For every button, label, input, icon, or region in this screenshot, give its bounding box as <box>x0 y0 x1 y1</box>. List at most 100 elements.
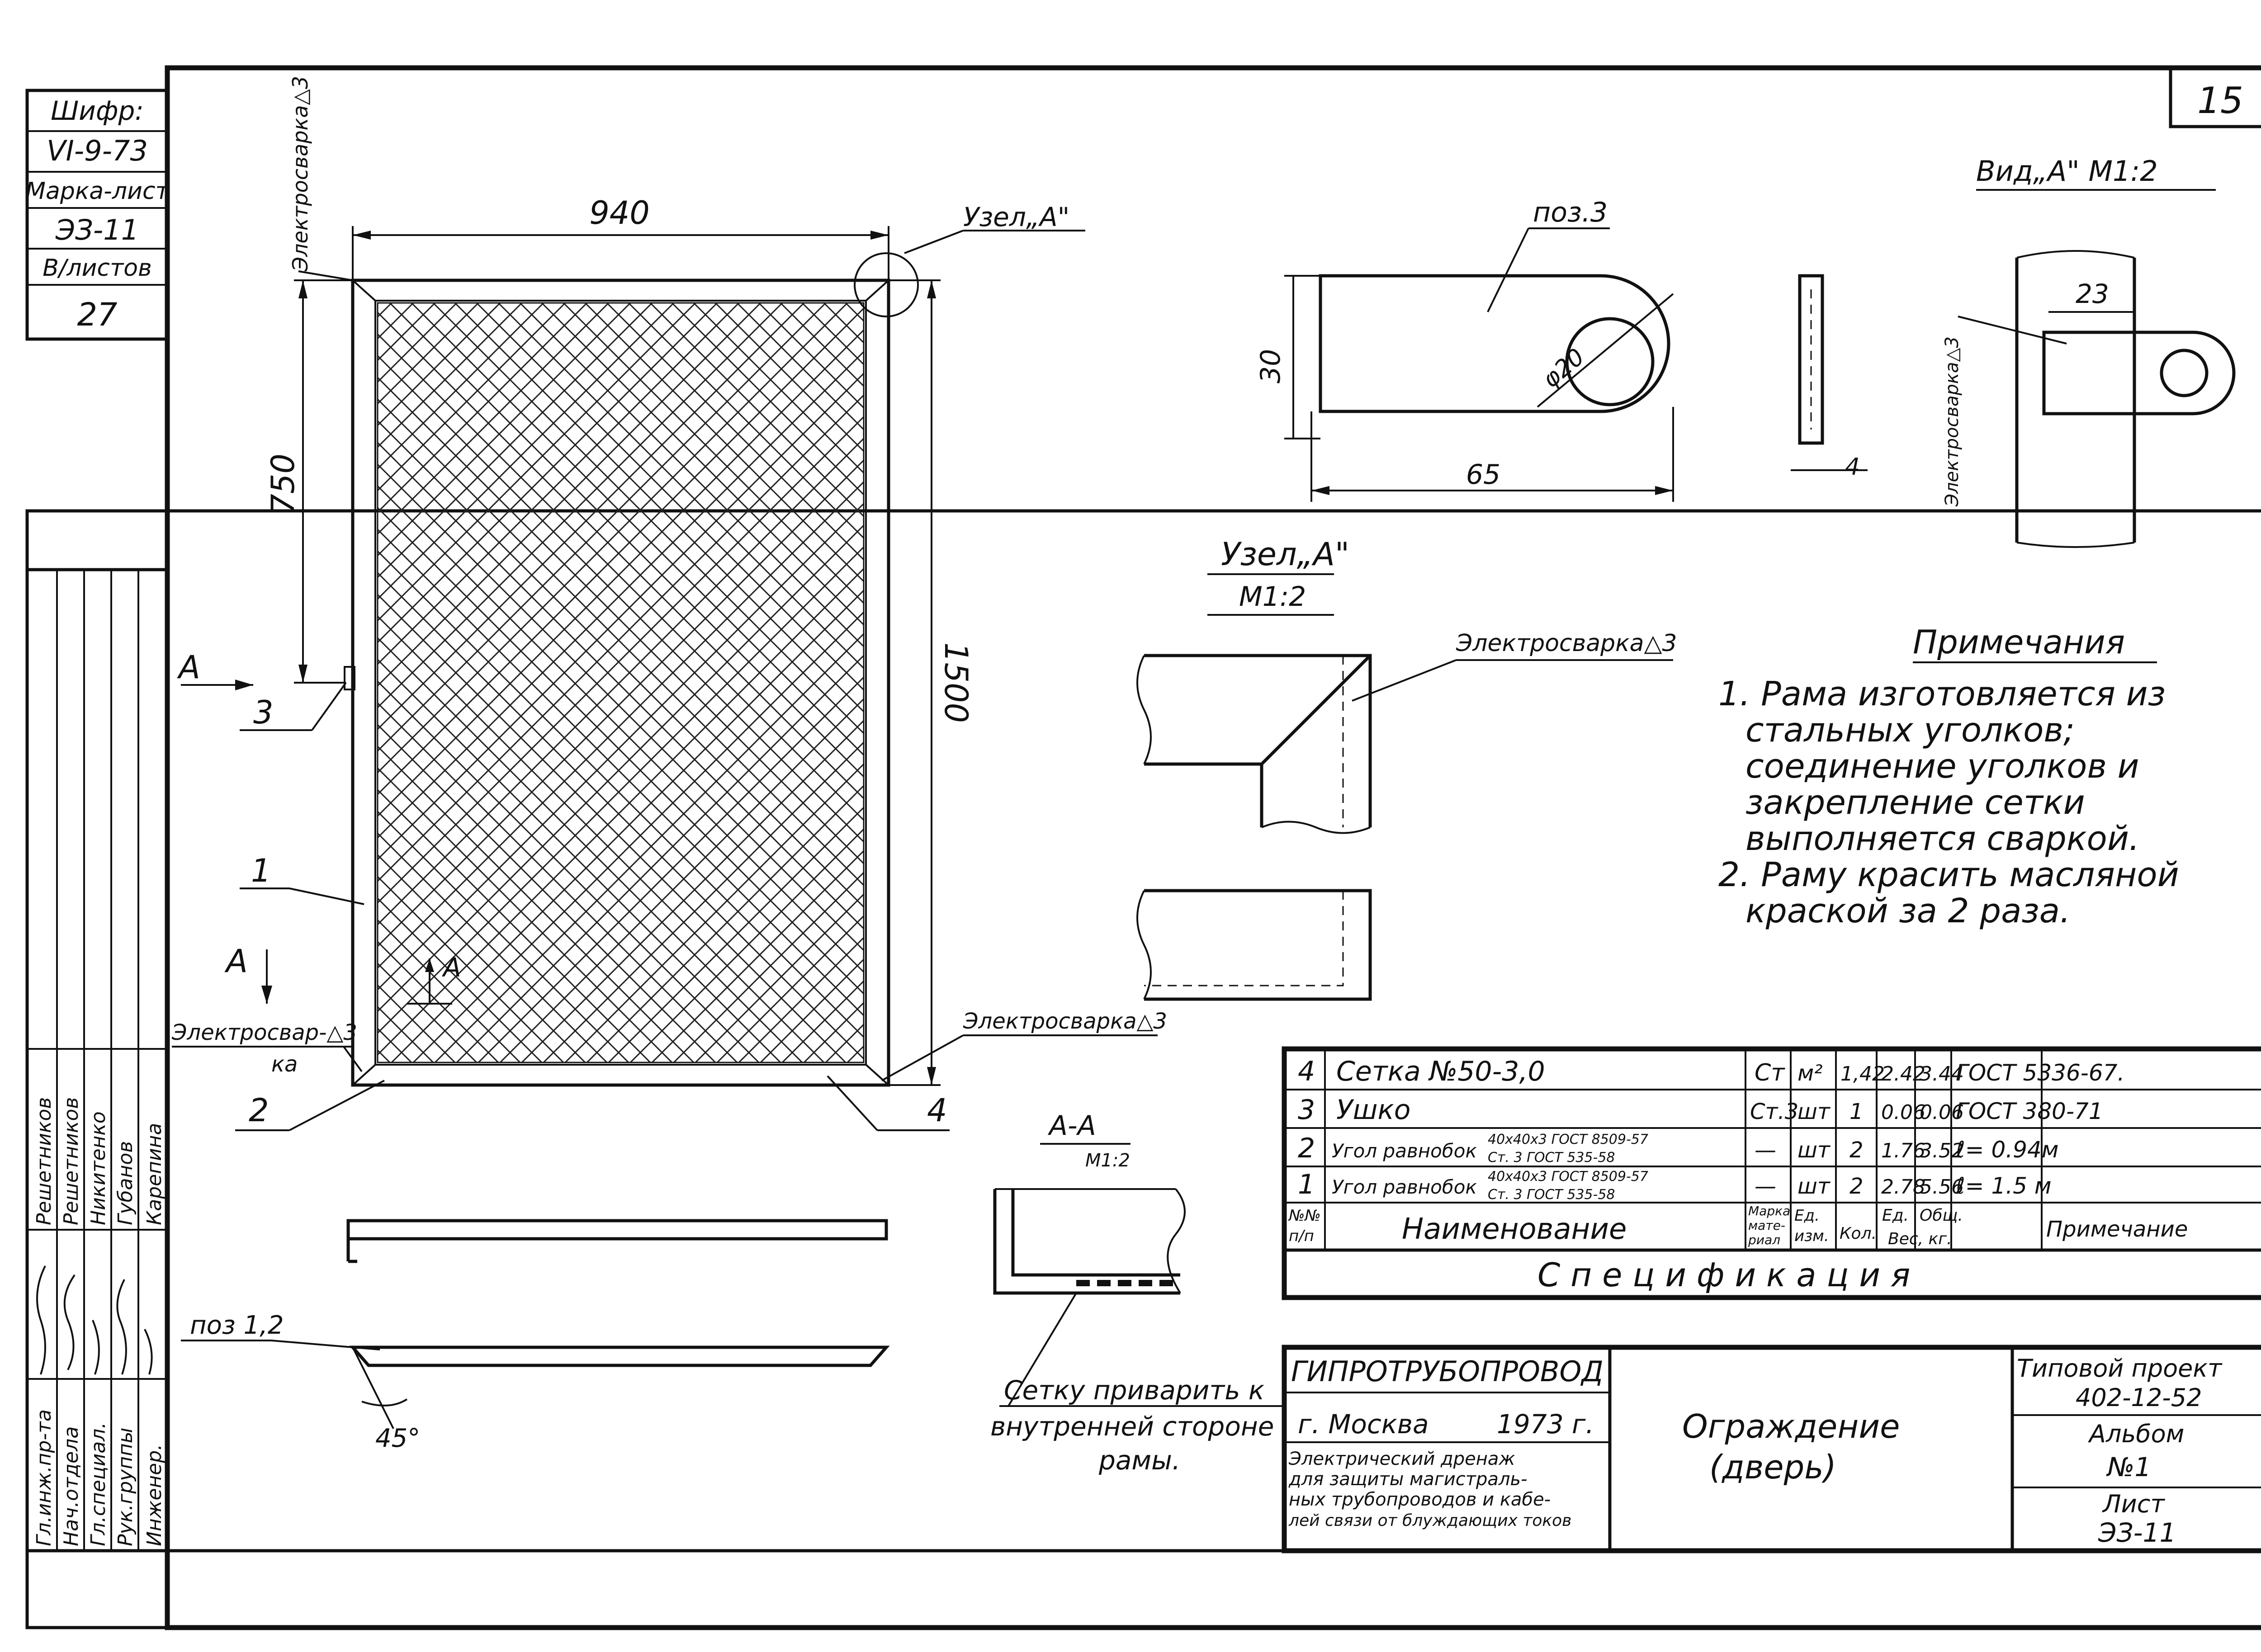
project-desc-3: ных трубопроводов и кабе- <box>1289 1489 1551 1510</box>
spec-row-4-sub1: 40х40х3 ГОСТ 8509-57 <box>1488 1169 1648 1185</box>
pos-label: поз.3 <box>1533 197 1608 228</box>
role-2: Нач.отдела <box>60 1426 83 1546</box>
spec-row-3-unit: шт <box>1797 1138 1831 1163</box>
spec-header-n-1: №№ <box>1288 1207 1321 1225</box>
dim-plate-height: 30 <box>1255 349 1287 383</box>
spec-header-unit-1: Ед. <box>1794 1207 1820 1225</box>
typical-project-value: 402-12-52 <box>2076 1383 2202 1412</box>
spec-row-1-unit: м² <box>1797 1061 1822 1086</box>
mark-value: ЭЗ-11 <box>55 213 139 246</box>
section-aa-note-3: рамы. <box>1098 1445 1180 1476</box>
view-a-dim: 23 <box>2076 278 2109 309</box>
spec-row-4-n: 1 <box>1298 1169 1315 1200</box>
node-a-circle <box>854 252 919 317</box>
section-aa: А-А М1:2 Сетку приварить к внутренней ст… <box>990 1110 1284 1476</box>
spec-row-3-sub1: 40х40х3 ГОСТ 8509-57 <box>1488 1132 1648 1147</box>
note-line-4: закрепление сетки <box>1745 783 2085 822</box>
spec-row-4-name: Угол равнобок <box>1332 1176 1477 1198</box>
plate-outline <box>1319 274 1670 413</box>
spec-row-3-w1: 1.76 <box>1881 1139 1925 1162</box>
dim-plate-length: 65 <box>1466 459 1500 491</box>
section-aa-title: А-А <box>1047 1110 1096 1142</box>
spec-row-1-mark: Ст <box>1755 1059 1785 1086</box>
spec-row-4-note: ℓ= 1.5 м <box>1955 1173 2052 1199</box>
spec-row-3-name: Угол равнобок <box>1332 1140 1477 1162</box>
spec-header-n-2: п/п <box>1289 1227 1314 1245</box>
view-a: Вид„А" М1:2 23 Электросварка△3 <box>1942 155 2236 548</box>
mark-label: Марка-лист <box>25 178 170 205</box>
view-arrow-label: А <box>177 649 200 686</box>
node-a-scale: М1:2 <box>1239 581 1306 613</box>
section-aa-note-2: внутренней стороне <box>990 1411 1274 1442</box>
spec-header-mark-2: мате- <box>1748 1218 1785 1233</box>
weld-bottom-left-label-1: Электросвар-△3 <box>171 1020 357 1045</box>
view-a-lug <box>2134 330 2236 415</box>
plate-hole <box>1565 317 1655 406</box>
spec-header-weight-3: Вес, кг. <box>1888 1230 1952 1248</box>
angle-pos-label: поз 1,2 <box>190 1311 284 1340</box>
note-line-2: стальных уголков; <box>1745 711 2075 750</box>
spec-row-4-w1: 2.78 <box>1881 1175 1925 1199</box>
role-5: Инженер. <box>143 1444 166 1546</box>
sheets-label: В/листов <box>43 255 152 282</box>
dim-thickness: 4 <box>1845 453 1860 481</box>
frame-inner <box>374 300 867 1066</box>
dim-width: 940 <box>589 194 650 231</box>
title-block: ГИПРОТРУБОПРОВОД г. Москва 1973 г. Элект… <box>1282 1345 2261 1553</box>
signatures <box>36 1265 153 1375</box>
album-label: Альбом <box>2088 1420 2184 1448</box>
spec-row-2-unit: шт <box>1797 1099 1831 1124</box>
spec-row-3-mark: — <box>1755 1138 1776 1163</box>
typical-project-label: Типовой проект <box>2017 1354 2223 1383</box>
spec-header-note: Примечание <box>2046 1217 2188 1242</box>
frame-outer <box>351 278 890 1087</box>
spec-row-2-w2: 0.06 <box>1920 1101 1964 1124</box>
pos-2: 2 <box>249 1092 269 1129</box>
pos-4: 4 <box>927 1092 947 1129</box>
spec-title: С п е ц и ф и к а ц и я <box>1537 1256 1910 1294</box>
sheet-label: Лист <box>2102 1490 2165 1518</box>
cipher-label: Шифр: <box>51 95 144 126</box>
section-aa-scale: М1:2 <box>1085 1150 1130 1171</box>
sheet-value: ЭЗ-11 <box>2098 1517 2176 1548</box>
sheet-number: 15 <box>2197 80 2243 122</box>
name-5: Карепина <box>143 1123 166 1225</box>
spec-row-3-note: ℓ= 0.94м <box>1955 1137 2059 1163</box>
section-arrow-label: А <box>224 943 248 980</box>
spec-row-3-qty: 2 <box>1849 1138 1864 1163</box>
role-3: Гл.специал. <box>87 1422 110 1546</box>
sheet-number-box: 15 <box>2169 66 2261 128</box>
spec-row-2-qty: 1 <box>1849 1099 1864 1124</box>
section-arrow-label-mesh: А <box>441 952 461 983</box>
spec-row-1-w1: 2.42 <box>1881 1062 1925 1086</box>
weld-bottom-right-label: Электросварка△3 <box>963 1009 1167 1034</box>
dim-height: 1500 <box>937 642 974 723</box>
frame-drawing: 940 750 1500 Электросварка△3 Узел„А" Эле… <box>171 76 1167 1131</box>
node-a-detail: Узел„А" М1:2 Электросварка△3 <box>1136 536 1677 1001</box>
pos-1: 1 <box>251 852 271 889</box>
year: 1973 г. <box>1497 1409 1594 1440</box>
project-desc-1: Электрический дренаж <box>1288 1449 1515 1469</box>
node-a-weld: Электросварка△3 <box>1456 630 1677 657</box>
spec-header-weight-2: Общ. <box>1920 1206 1963 1225</box>
spec-row-2-n: 3 <box>1298 1094 1315 1126</box>
role-1: Гл.инж.пр-та <box>33 1409 56 1546</box>
drawing-title-2: (дверь) <box>1709 1448 1836 1486</box>
note-line-7: краской за 2 раза. <box>1745 892 2071 930</box>
sheets-value: 27 <box>77 296 117 333</box>
spec-row-2-w1: 0.06 <box>1881 1101 1925 1124</box>
spec-row-1-w2: 3.44 <box>1920 1062 1964 1086</box>
name-1: Решетников <box>33 1097 56 1225</box>
role-4: Рук.группы <box>114 1428 137 1547</box>
side-stamp: Шифр: VI-9-73 Марка-лист ЭЗ-11 В/листов … <box>25 89 170 341</box>
mesh-area <box>377 302 865 1063</box>
album-value: №1 <box>2106 1452 2151 1482</box>
node-a-title: Узел„А" <box>1221 536 1349 573</box>
name-4: Губанов <box>114 1141 137 1225</box>
drawing-title-1: Ограждение <box>1682 1407 1900 1445</box>
name-2: Решетников <box>60 1097 83 1225</box>
dim-hole: φ20 <box>1537 343 1590 393</box>
pos-3: 3 <box>253 694 274 731</box>
city: г. Москва <box>1298 1409 1429 1440</box>
